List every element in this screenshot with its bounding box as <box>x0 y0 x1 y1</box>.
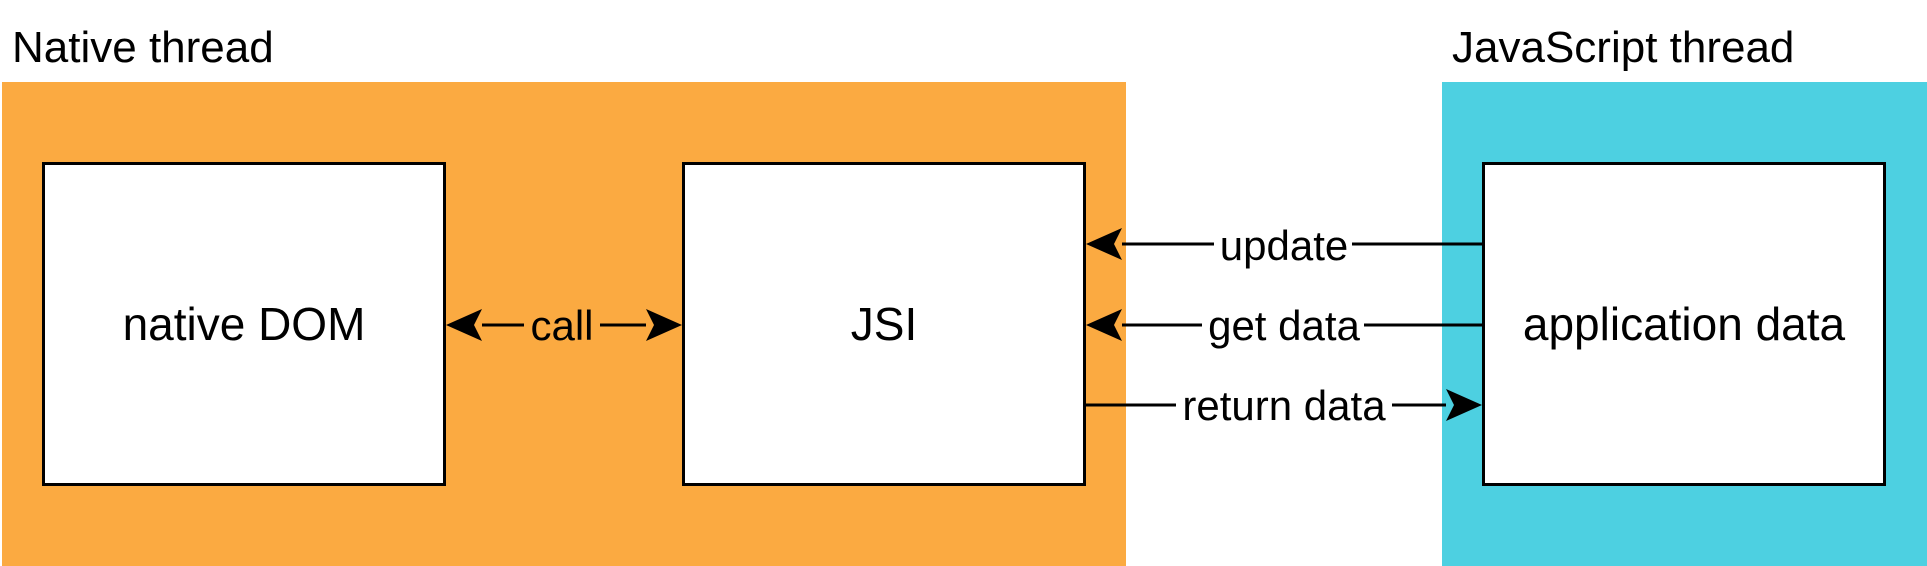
update-arrowhead <box>1086 228 1122 260</box>
native-dom-label: native DOM <box>122 298 366 350</box>
application-data-label: application data <box>1522 298 1846 350</box>
jsi-box: JSI <box>682 162 1086 486</box>
update-label: update <box>1220 222 1348 269</box>
call-arrowhead-right <box>646 309 682 341</box>
return-data-edge: return data <box>1086 382 1482 432</box>
native-dom-box: native DOM <box>42 162 446 486</box>
return-data-arrowhead <box>1446 389 1482 421</box>
native-thread-title: Native thread <box>12 23 274 72</box>
call-edge: call <box>446 300 682 350</box>
javascript-thread-title: JavaScript thread <box>1452 23 1795 72</box>
jsi-label: JSI <box>850 298 918 350</box>
update-edge: update <box>1086 222 1482 272</box>
call-label: call <box>530 302 593 349</box>
call-arrowhead-left <box>446 309 482 341</box>
get-data-label: get data <box>1208 302 1360 349</box>
return-data-label: return data <box>1182 382 1386 429</box>
application-data-box: application data <box>1482 162 1886 486</box>
get-data-arrowhead <box>1086 309 1122 341</box>
get-data-edge: get data <box>1086 302 1482 352</box>
